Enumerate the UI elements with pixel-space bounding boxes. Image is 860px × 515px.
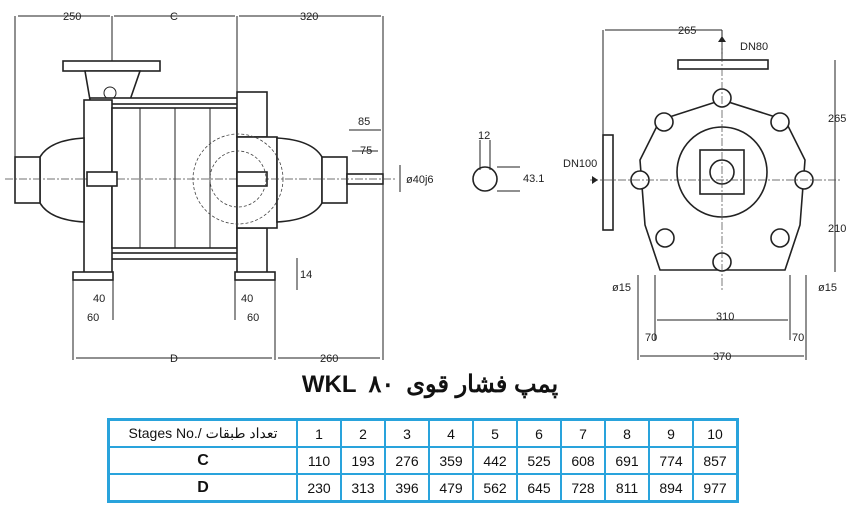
table-cell: 276 [384, 446, 430, 475]
dim-75: 75 [360, 145, 372, 157]
stage-cell: 6 [516, 418, 562, 448]
table-cell: 479 [428, 473, 474, 503]
dimension-table: Stages No./ تعداد طبقات 1 2 3 4 5 6 7 8 … [107, 418, 739, 503]
table-cell: 645 [516, 473, 562, 503]
dim-hole-right: ø15 [818, 282, 837, 294]
dim-key-height: 43.1 [523, 173, 544, 185]
table-cell: 193 [340, 446, 386, 475]
dim-265-top: 265 [678, 25, 696, 37]
table-cell: 562 [472, 473, 518, 503]
dim-c: C [170, 11, 178, 23]
label-dn80: DN80 [740, 41, 768, 53]
table-cell: 525 [516, 446, 562, 475]
table-cell: 442 [472, 446, 518, 475]
dim-370: 370 [713, 351, 731, 363]
row-label-c: C [107, 446, 298, 475]
dim-260: 260 [320, 353, 338, 365]
stage-cell: 3 [384, 418, 430, 448]
table-row: D 230 313 396 479 562 645 728 811 894 97… [107, 473, 739, 503]
table-cell: 774 [648, 446, 694, 475]
dim-key-width: 12 [478, 130, 490, 142]
table-cell: 728 [560, 473, 606, 503]
dim-60-right: 60 [247, 312, 259, 324]
header-label: Stages No./ تعداد طبقات [107, 418, 298, 448]
dim-310: 310 [716, 311, 734, 323]
stage-cell: 10 [692, 418, 739, 448]
page-title: WKL ۸۰ پمپ فشار قوی [0, 370, 860, 399]
dim-210: 210 [828, 223, 846, 235]
stage-cell: 8 [604, 418, 650, 448]
stage-cell: 5 [472, 418, 518, 448]
dim-265-right: 265 [828, 113, 846, 125]
dim-d: D [170, 353, 178, 365]
title-persian: پمپ فشار قوی [406, 371, 559, 398]
dim-14: 14 [300, 269, 312, 281]
side-view: 250 C 320 85 75 ø40j6 14 40 60 40 60 D 2… [5, 11, 434, 365]
dim-320: 320 [300, 11, 318, 23]
dim-40-left: 40 [93, 293, 105, 305]
dim-70-right: 70 [792, 332, 804, 344]
table-cell: 857 [692, 446, 739, 475]
stage-cell: 9 [648, 418, 694, 448]
dim-85: 85 [358, 116, 370, 128]
title-model: WKL [301, 371, 357, 398]
table-cell: 230 [296, 473, 342, 503]
table-cell: 691 [604, 446, 650, 475]
stage-cell: 2 [340, 418, 386, 448]
pump-drawing: 250 C 320 85 75 ø40j6 14 40 60 40 60 D 2… [5, 11, 846, 365]
stage-cell: 4 [428, 418, 474, 448]
stage-cell: 7 [560, 418, 606, 448]
dim-60-left: 60 [87, 312, 99, 324]
row-label-d: D [107, 473, 298, 503]
stage-cell: 1 [296, 418, 342, 448]
table-header-row: Stages No./ تعداد طبقات 1 2 3 4 5 6 7 8 … [107, 418, 739, 448]
shaft-section: 12 43.1 [472, 130, 544, 192]
end-view: 265 DN80 265 DN100 210 ø15 ø15 310 70 70… [563, 25, 846, 363]
table-cell: 396 [384, 473, 430, 503]
table-cell: 608 [560, 446, 606, 475]
dim-40-right: 40 [241, 293, 253, 305]
table-cell: 811 [604, 473, 650, 503]
dim-70-left: 70 [645, 332, 657, 344]
table-cell: 894 [648, 473, 694, 503]
table-cell: 977 [692, 473, 739, 503]
table-cell: 359 [428, 446, 474, 475]
title-number: ۸۰ [368, 371, 395, 398]
dim-250: 250 [63, 11, 81, 23]
table-cell: 313 [340, 473, 386, 503]
dim-hole-left: ø15 [612, 282, 631, 294]
dim-shaft-diameter: ø40j6 [406, 174, 434, 186]
table-cell: 110 [296, 446, 342, 475]
label-dn100: DN100 [563, 158, 597, 170]
table-row: C 110 193 276 359 442 525 608 691 774 85… [107, 446, 739, 475]
